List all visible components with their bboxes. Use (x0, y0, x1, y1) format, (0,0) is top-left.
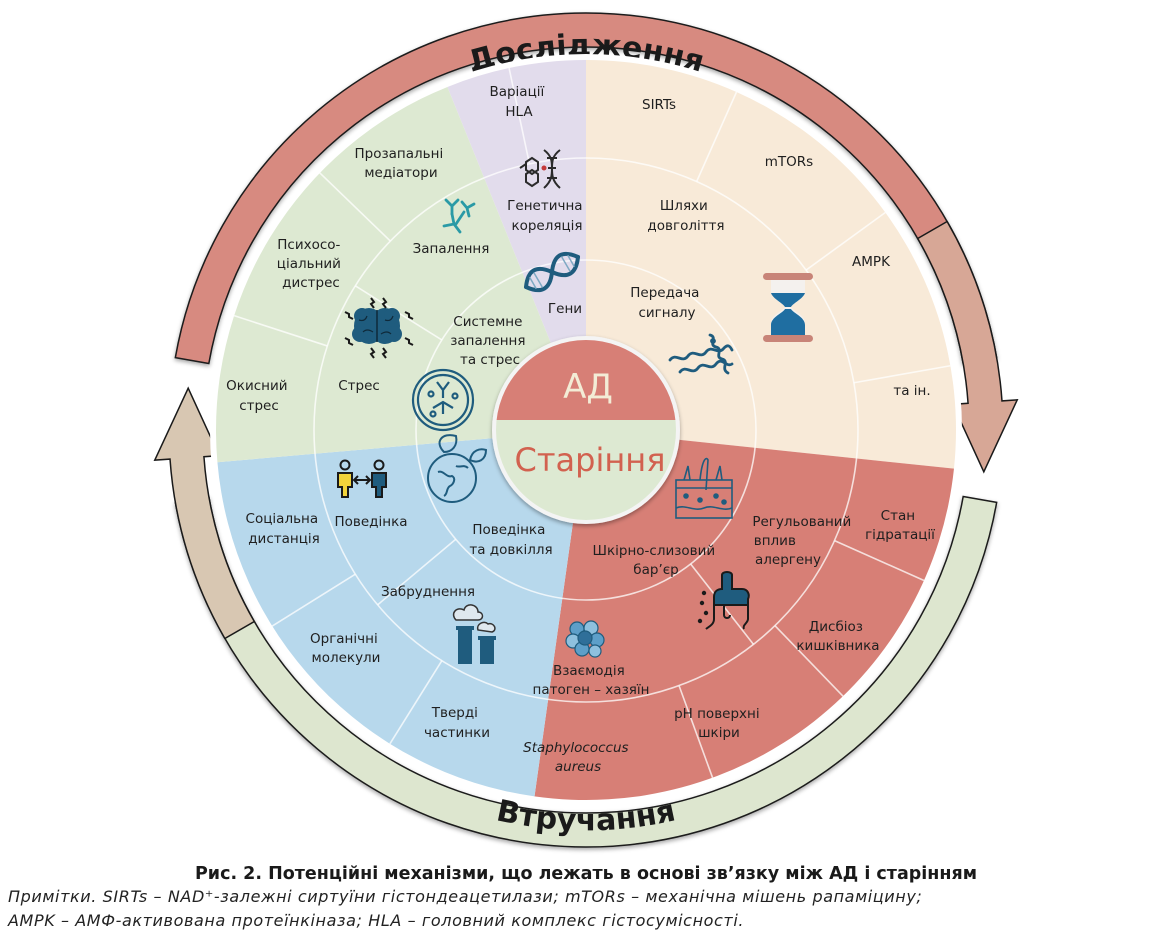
center-aging-label: Старіння (515, 441, 666, 479)
label-psychosocial-distress: Психосо- ціальний дистрес (277, 237, 345, 291)
center-ad-label: АД (563, 367, 613, 407)
label-pollution: Забруднення (381, 584, 475, 600)
label-inflammation: Запалення (413, 241, 490, 257)
label-sirts: SIRTs (642, 97, 676, 113)
mechanism-wheel-diagram: Дослідження Втручання АД Старіння Варіац… (0, 0, 1172, 860)
center-circle (494, 338, 678, 522)
label-systemic-inflammation: Системне запалення та стрес (450, 314, 530, 368)
figure-caption: Рис. 2. Потенційні механізми, що лежать … (0, 864, 1172, 932)
label-genes: Гени (548, 301, 582, 317)
caption-title: Рис. 2. Потенційні механізми, що лежать … (0, 864, 1172, 884)
caption-note-line-1: Примітки. SIRTs – NAD⁺-залежні сиртуїни … (8, 886, 1172, 908)
label-ampk: AMPK (852, 254, 891, 270)
label-etc: та ін. (893, 383, 930, 399)
label-stress: Стрес (338, 378, 380, 394)
label-mtors: mTORs (765, 154, 813, 170)
caption-note-line-2: AMPK – АМФ-активована протеїнкіназа; HLA… (8, 910, 1172, 932)
label-behavior: Поведінка (334, 514, 407, 530)
